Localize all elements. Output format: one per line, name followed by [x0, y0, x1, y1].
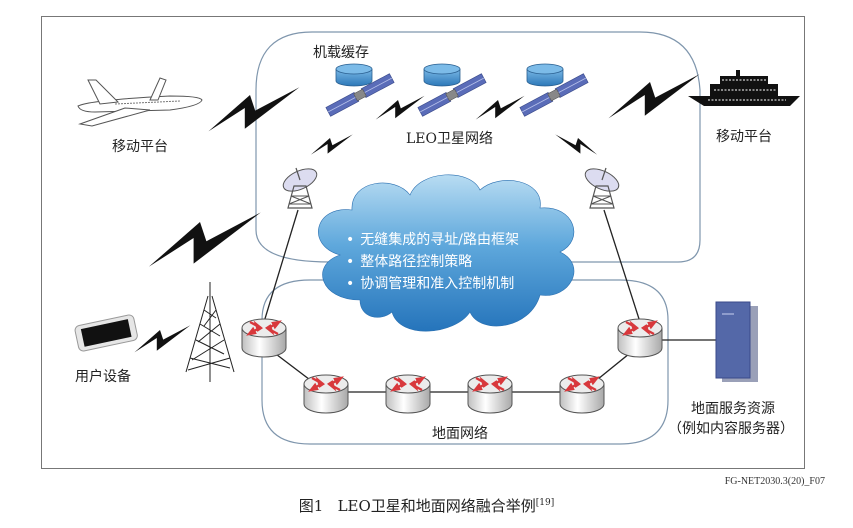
router-icon: [616, 317, 664, 359]
router-icon: [240, 317, 288, 359]
wireless-link-icon: [475, 95, 525, 120]
storage-cylinder-icon: [335, 63, 373, 87]
router-icon: [558, 373, 606, 415]
onboard-cache-label: 机载缓存: [313, 45, 369, 61]
wireless-link-icon: [134, 325, 191, 353]
wireless-link-icon: [608, 74, 700, 119]
router-icon: [302, 373, 350, 415]
cloud-bullet-item: 协调管理和准入控制机制: [346, 273, 519, 295]
airplane-icon: [77, 77, 203, 127]
storage-cylinder-icon: [526, 63, 564, 87]
caption-text: LEO卫星和地面网络融合举例: [337, 497, 536, 515]
router-icon: [384, 373, 432, 415]
figure-frame: [41, 16, 805, 469]
mobile-platform-left-label: 移动平台: [112, 139, 168, 155]
figure-caption: 图1 LEO卫星和地面网络融合举例[19]: [0, 495, 853, 516]
dish-antenna-icon: [581, 163, 623, 209]
leo-network-region: [255, 31, 701, 263]
ship-icon: [688, 70, 800, 106]
ground-service-label-line1: 地面服务资源: [691, 401, 775, 417]
mobile-platform-right-label: 移动平台: [716, 129, 772, 145]
server-icon: [715, 301, 758, 382]
cloud-bullet-item: 无缝集成的寻址/路由框架: [346, 229, 519, 251]
ground-service-label-line2: （例如内容服务器）: [668, 421, 794, 437]
wireless-link-icon: [310, 134, 353, 155]
wireless-link-icon: [555, 134, 598, 155]
router-icon: [466, 373, 514, 415]
cloud-bullet-item: 整体路径控制策略: [346, 251, 519, 273]
dish-antenna-icon: [279, 163, 321, 209]
user-device-label: 用户设备: [75, 369, 131, 385]
cell-tower-icon: [185, 282, 235, 382]
ground-network-label: 地面网络: [432, 426, 488, 442]
storage-cylinder-icon: [423, 63, 461, 87]
caption-citation: [19]: [535, 498, 555, 508]
figure-reference-id: FG-NET2030.3(20)_F07: [724, 476, 825, 487]
caption-number: 图1: [298, 497, 324, 515]
leo-network-label: LEO卫星网络: [406, 131, 493, 147]
wireless-link-icon: [208, 87, 300, 132]
wireless-link-icon: [148, 212, 261, 267]
ground-network-region: [261, 279, 669, 445]
tablet-icon: [74, 314, 138, 352]
cloud-bullet-list: 无缝集成的寻址/路由框架 整体路径控制策略 协调管理和准入控制机制: [346, 229, 519, 295]
wireless-link-icon: [375, 95, 425, 120]
